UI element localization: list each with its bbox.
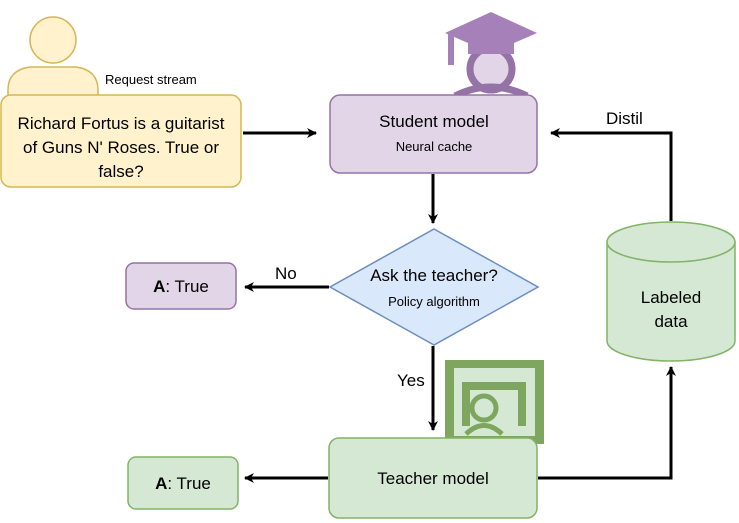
request-line-3: false? [98, 162, 143, 181]
graduation-cap-icon [445, 12, 537, 100]
answer-value-teacher: : True [167, 474, 210, 493]
teacher-model-title: Teacher model [377, 469, 489, 488]
edges [243, 128, 676, 483]
edge-label-distil: Distil [606, 109, 643, 128]
student-model-box [329, 94, 538, 174]
labeled-data-line-2: data [654, 312, 688, 331]
decision-subtitle: Policy algorithm [388, 294, 480, 309]
teacher-icon [445, 360, 544, 444]
request-box [0, 94, 242, 188]
edge-label-yes: Yes [397, 371, 425, 390]
request-stream-label: Request stream [105, 72, 197, 87]
request-line-1: Richard Fortus is a guitarist [18, 114, 225, 133]
decision-diamond [328, 228, 540, 346]
edge-data-to-student [550, 128, 673, 221]
answer-value-student: : True [165, 277, 208, 296]
student-model-title: Student model [379, 112, 489, 131]
request-line-2: of Guns N' Roses. True or [23, 138, 219, 157]
edge-teacher-to-data [538, 366, 676, 480]
answer-box-student [125, 262, 237, 310]
edge-label-no: No [275, 264, 297, 283]
decision-title: Ask the teacher? [370, 266, 498, 285]
answer-text-teacher: A: True [155, 474, 211, 493]
answer-prefix-student: A [153, 277, 165, 296]
labeled-data-store [606, 221, 736, 362]
student-model-subtitle: Neural cache [396, 139, 473, 154]
answer-text-student: A: True [153, 277, 209, 296]
answer-prefix-teacher: A [155, 474, 167, 493]
labeled-data-line-1: Labeled [641, 288, 702, 307]
teacher-model-box [328, 437, 538, 519]
answer-box-teacher [127, 456, 239, 510]
